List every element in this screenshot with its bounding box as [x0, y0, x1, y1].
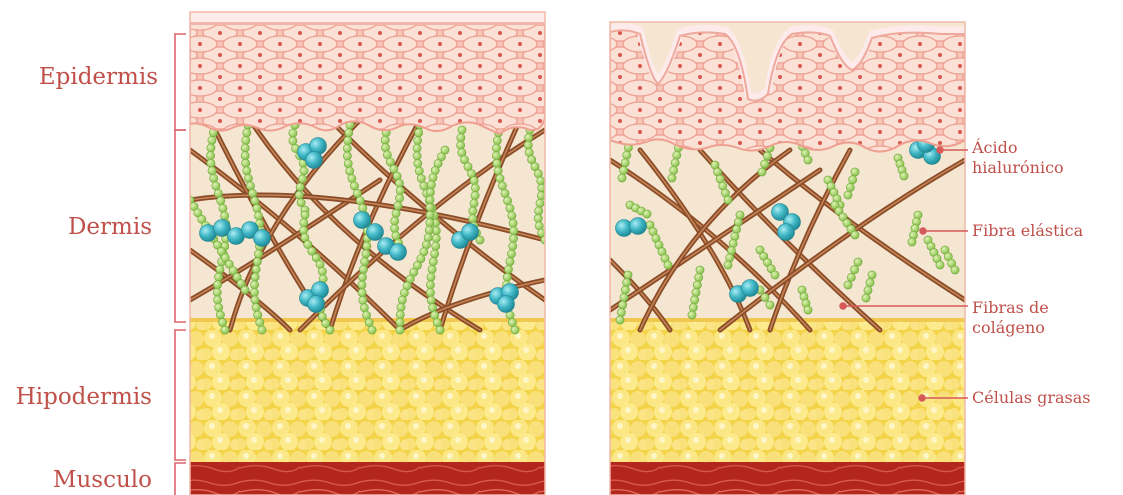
label-epidermis: Epidermis: [20, 64, 158, 90]
label-collagen-line1: Fibras de: [972, 298, 1049, 318]
label-hyaluronic-acid: Ácido hialurónico: [972, 138, 1064, 178]
layer-brackets: [175, 34, 186, 495]
label-elastic-fiber: Fibra elástica: [972, 221, 1083, 241]
label-muscle: Musculo: [20, 467, 152, 493]
label-hypodermis: Hipodermis: [8, 384, 152, 410]
label-dermis: Dermis: [20, 214, 152, 240]
label-hyaluronic-line2: hialurónico: [972, 158, 1064, 178]
label-collagen-line2: colágeno: [972, 318, 1049, 338]
label-hyaluronic-line1: Ácido: [972, 138, 1064, 158]
young-skin-panel: [186, 12, 549, 495]
label-collagen-fibers: Fibras de colágeno: [972, 298, 1049, 338]
aged-skin-panel: [610, 22, 965, 495]
label-fat-cells: Células grasas: [972, 388, 1090, 408]
